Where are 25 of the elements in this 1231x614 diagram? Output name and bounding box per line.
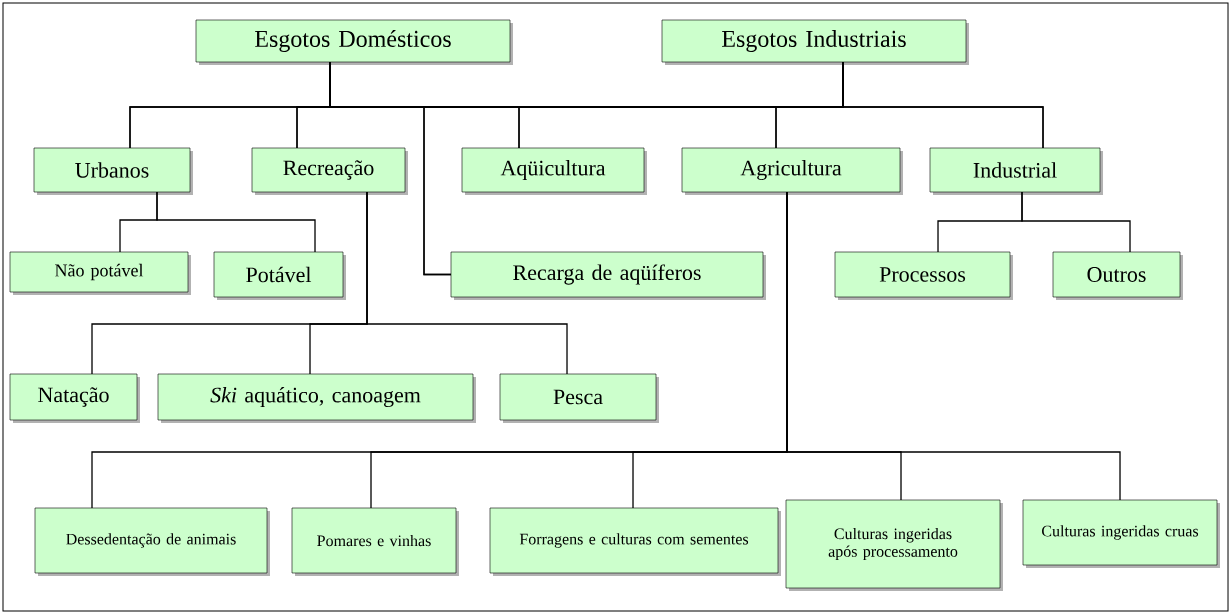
category-box: Industrial — [929, 147, 1103, 195]
category-box: Aqüicultura — [461, 147, 647, 195]
connector-line — [366, 191, 568, 375]
connector-line — [786, 191, 1121, 501]
connector-line — [1021, 191, 1131, 253]
category-box: Esgotos Industriais — [661, 19, 969, 65]
category-box: Potável — [213, 251, 346, 300]
category-box: Processos — [834, 251, 1013, 300]
category-box: Esgotos Domésticos — [195, 19, 513, 65]
category-box: Recarga de aqüíferos — [450, 251, 766, 300]
category-box: Recreação — [251, 147, 408, 195]
category-box: Urbanos — [33, 147, 193, 195]
category-box: Ski aquático, canoagem — [157, 373, 476, 423]
connector-line — [156, 191, 316, 253]
category-box: Outros — [1052, 251, 1183, 300]
category-box: Pesca — [499, 373, 659, 423]
category-box: Agricultura — [681, 147, 903, 195]
category-box: Culturas ingeridas após processamento — [785, 499, 1003, 591]
category-box: Dessedentação de animais — [34, 507, 270, 576]
category-box: Forragens e culturas com sementes — [489, 507, 781, 576]
category-box: Natação — [9, 373, 140, 423]
category-box: Não potável — [9, 251, 191, 295]
category-box: Pomares e vinhas — [291, 507, 459, 576]
category-box: Culturas ingeridas cruas — [1022, 499, 1220, 568]
connector-line — [842, 61, 1044, 149]
